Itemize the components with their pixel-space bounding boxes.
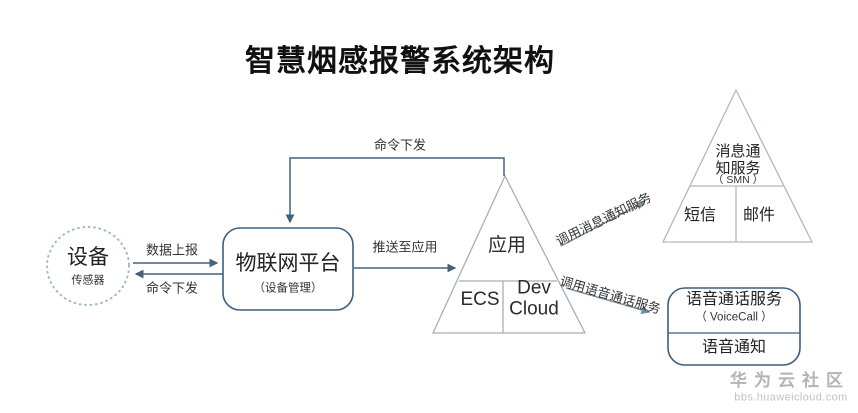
iot-platform-box [222, 227, 354, 311]
voicecall-label: 语音通话服务 [685, 290, 783, 308]
application-ecs-label: ECS [460, 289, 500, 311]
arrow-command-from-app [285, 157, 505, 224]
edge-label-command-from-app: 命令下发 [373, 137, 427, 153]
edge-label-data-report: 数据上报 [145, 242, 199, 258]
smn-title-line2: 知服务 [715, 160, 761, 177]
smn-sms-label: 短信 [683, 206, 717, 224]
page-title: 智慧烟感报警系统架构 [245, 44, 555, 78]
device-circle [46, 226, 130, 306]
edge-label-push-to-app: 推送至应用 [372, 239, 438, 255]
smn-title-line1: 消息通 [715, 143, 761, 161]
voicecall-sublabel: （ VoiceCall ） [695, 311, 773, 324]
voicecall-box [667, 287, 801, 366]
iot-platform-sublabel: （设备管理） [253, 282, 323, 295]
smn-triangle [661, 88, 814, 243]
smn-title: 消息通 知服务 [715, 143, 761, 178]
application-devcloud-line2: Cloud [509, 299, 559, 320]
smn-sublabel: （ SMN ） [712, 173, 764, 186]
application-devcloud-line1: Dev [517, 277, 551, 299]
device-sublabel: 传感器 [71, 274, 105, 287]
application-triangle [431, 174, 587, 334]
watermark-url: bbs.huaweicloud.com [734, 391, 848, 404]
edge-label-command-to-device: 命令下发 [145, 280, 199, 296]
voicecall-notify-label: 语音通知 [701, 338, 767, 356]
arrow-call-voice [565, 287, 651, 315]
device-label: 设备 [67, 245, 109, 269]
smn-email-label: 邮件 [742, 206, 776, 224]
watermark-brand: 华为云社区 [730, 371, 850, 391]
application-label: 应用 [487, 235, 527, 257]
arrow-call-smn [560, 201, 646, 247]
iot-platform-label: 物联网平台 [235, 251, 341, 275]
application-devcloud-label: Dev Cloud [509, 278, 559, 321]
